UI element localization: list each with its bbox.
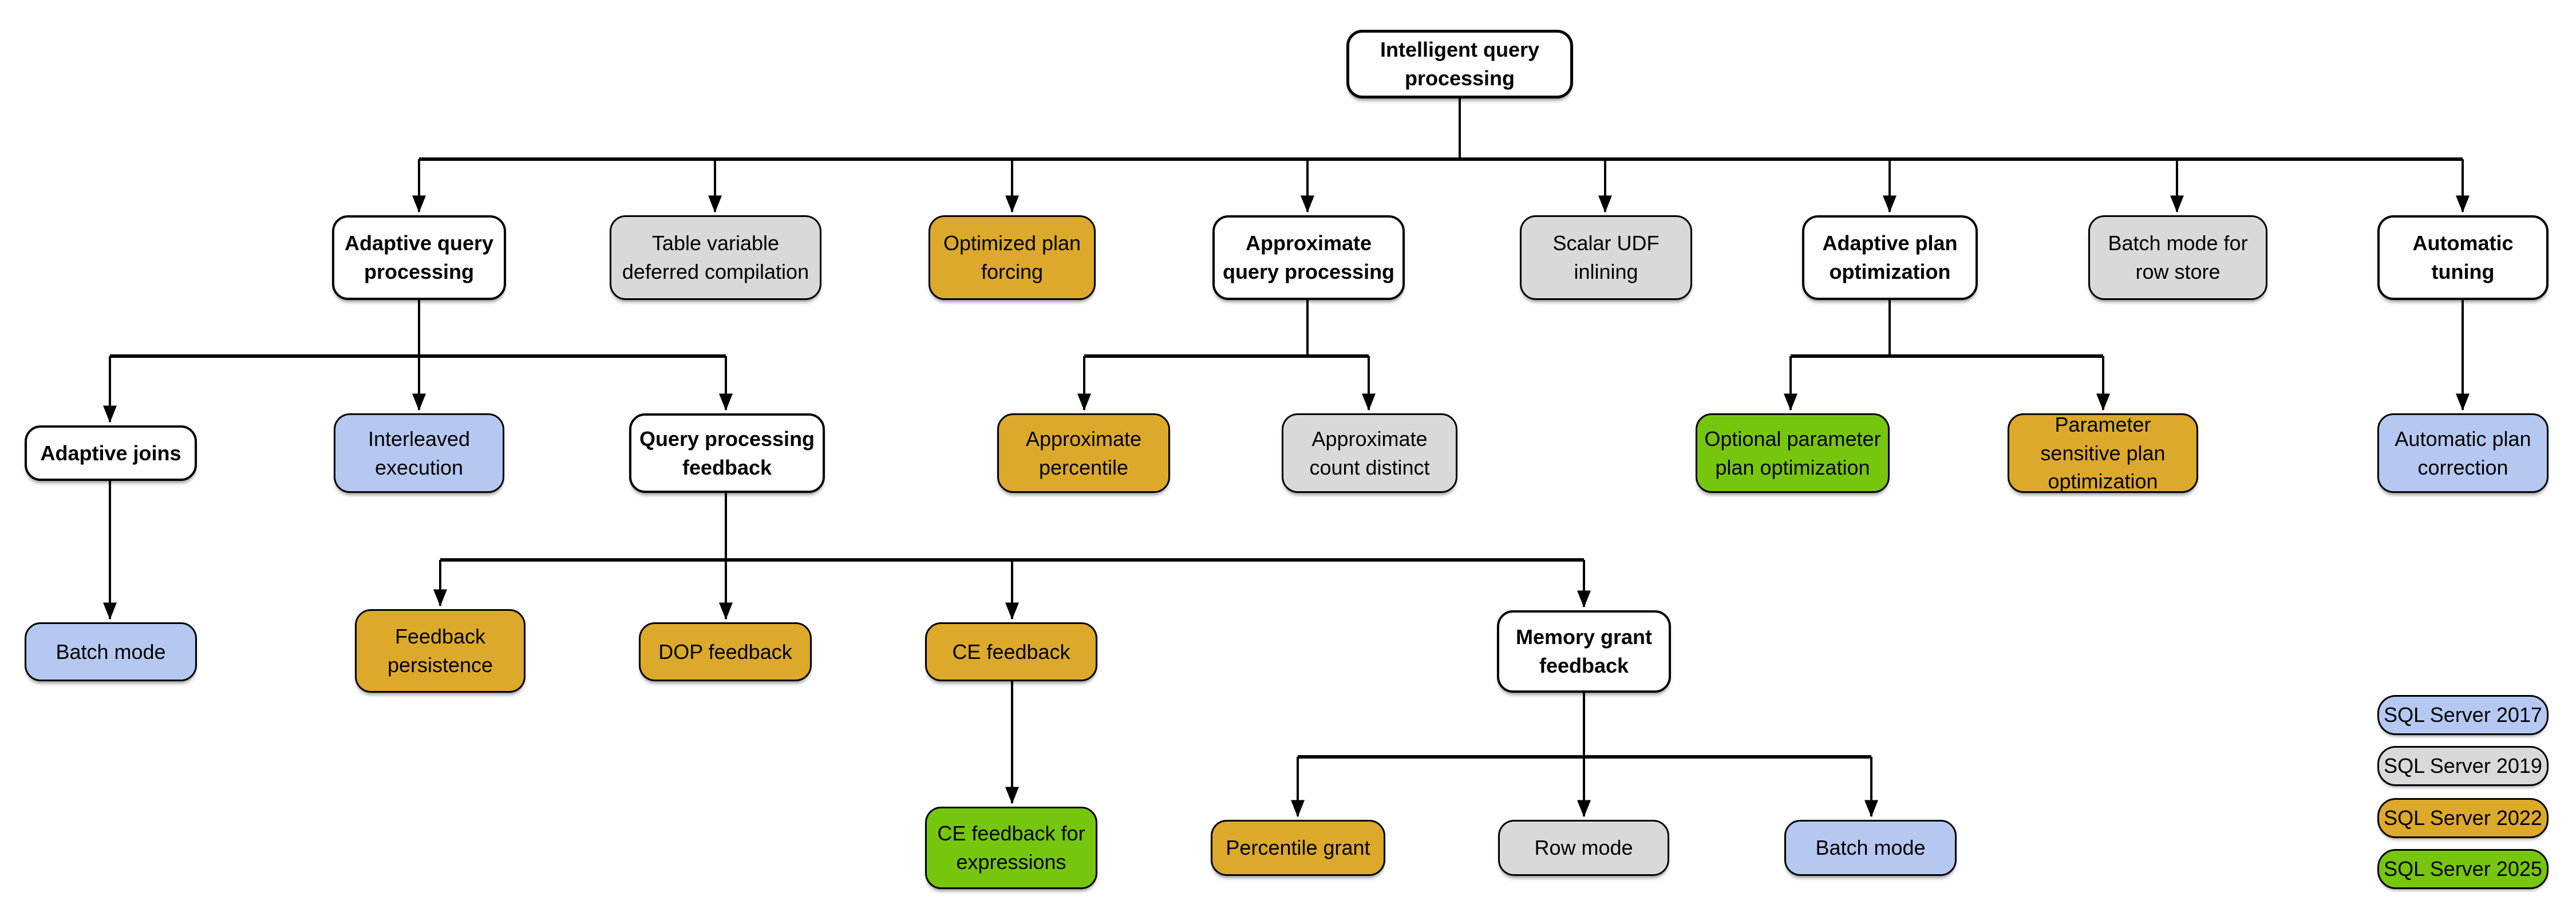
node-batch-mode-for-row-store: Batch mode for row store — [2088, 215, 2267, 300]
node-memory-grant-feedback: Memory grant feedback — [1497, 610, 1671, 693]
node-ce-feedback: CE feedback — [925, 622, 1097, 681]
legend-item-sql-server-2017: SQL Server 2017 — [2377, 695, 2549, 735]
node-automatic-tuning: Automatic tuning — [2377, 215, 2549, 300]
node-approximate-percentile: Approximate percentile — [997, 413, 1170, 493]
node-parameter-sensitive-plan-optimization: Parameter sensitive plan optimization — [2008, 413, 2198, 493]
legend-item-sql-server-2025: SQL Server 2025 — [2377, 849, 2549, 889]
node-adaptive-query-processing: Adaptive query processing — [332, 215, 506, 300]
node-batch-mode-memory-grant: Batch mode — [1784, 820, 1957, 876]
node-approximate-query-processing: Approximate query processing — [1212, 215, 1405, 300]
node-dop-feedback: DOP feedback — [639, 622, 812, 681]
node-approximate-count-distinct: Approximate count distinct — [1282, 413, 1457, 493]
legend-item-sql-server-2022: SQL Server 2022 — [2377, 798, 2549, 838]
node-batch-mode-adaptive-joins: Batch mode — [25, 622, 197, 681]
node-optional-parameter-plan-optimization: Optional parameter plan optimization — [1696, 413, 1890, 493]
node-automatic-plan-correction: Automatic plan correction — [2377, 413, 2549, 493]
node-optimized-plan-forcing: Optimized plan forcing — [929, 215, 1096, 300]
node-row-mode: Row mode — [1498, 820, 1669, 876]
node-intelligent-query-processing: Intelligent query processing — [1346, 30, 1573, 98]
node-percentile-grant: Percentile grant — [1211, 820, 1385, 876]
node-interleaved-execution: Interleaved execution — [334, 413, 504, 493]
node-scalar-udf-inlining: Scalar UDF inlining — [1520, 215, 1692, 300]
node-query-processing-feedback: Query processing feedback — [629, 413, 825, 493]
node-adaptive-joins: Adaptive joins — [25, 425, 197, 481]
node-adaptive-plan-optimization: Adaptive plan optimization — [1802, 215, 1978, 300]
legend-item-sql-server-2019: SQL Server 2019 — [2377, 746, 2549, 786]
node-feedback-persistence: Feedback persistence — [355, 609, 526, 693]
node-ce-feedback-for-expressions: CE feedback for expressions — [925, 807, 1097, 889]
node-table-variable-deferred-compilation: Table variable deferred compilation — [610, 215, 821, 300]
